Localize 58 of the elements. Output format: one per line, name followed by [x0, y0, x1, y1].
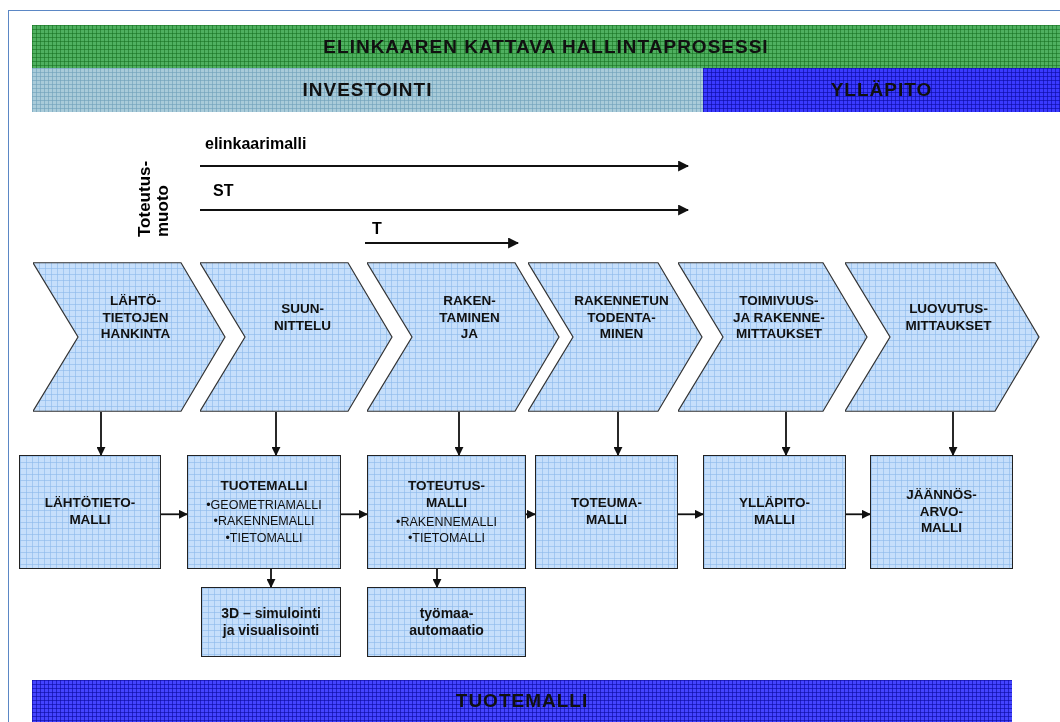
model-box [703, 455, 846, 569]
stage-label: RAKEN- TAMINEN JA [438, 292, 501, 344]
arrow [271, 411, 281, 456]
arrow [613, 411, 623, 456]
process-step [367, 262, 560, 412]
band-title: TUOTEMALLI [455, 689, 589, 713]
model-title: TOTEUMA- MALLI [570, 495, 643, 529]
band-title: YLLÄPITO [830, 78, 933, 102]
model-box [367, 587, 526, 657]
model-box [870, 455, 1013, 569]
arrow [845, 509, 871, 519]
arrow-label: ST [213, 182, 234, 200]
model-item: •GEOMETRIAMALLI [206, 497, 322, 514]
model-title: 3D – simulointi ja visualisointi [221, 604, 321, 640]
arrow [677, 509, 704, 519]
process-step [200, 262, 393, 412]
model-title: työmaa- automaatio [408, 604, 485, 640]
phase-band [32, 68, 703, 112]
model-title: YLLÄPITO- MALLI [738, 495, 811, 529]
phase-band [703, 68, 1060, 112]
band-title: ELINKAAREN KATTAVA HALLINTAPROSESSI [323, 35, 769, 59]
model-box [201, 587, 341, 657]
arrow [160, 509, 188, 519]
phase-band [32, 680, 1012, 722]
model-box [535, 455, 678, 569]
model-box [367, 455, 526, 569]
model-box [187, 455, 341, 569]
stage-label: TOIMIVUUS- JA RAKENNE- MITTAUKSET [732, 292, 826, 344]
model-title: TOTEUTUS- MALLI [407, 477, 486, 512]
model-item: •TIETOMALLI [407, 529, 486, 547]
stage-label: RAKENNETUN TODENTA- MINEN [574, 292, 669, 344]
phase-band [32, 25, 1060, 69]
process-step [33, 262, 226, 412]
axis-label: Toteutus- muoto [136, 159, 172, 237]
arrow [525, 509, 536, 519]
model-box [19, 455, 161, 569]
model-title: LÄHTÖTIETO- MALLI [43, 495, 137, 529]
model-item: •TIETOMALLI [225, 529, 303, 546]
arrow [948, 411, 958, 456]
stage-label: LUOVUTUS- MITTAUKSET [904, 301, 993, 335]
model-item: •RAKENNEMALLI [396, 513, 497, 530]
process-step [528, 262, 703, 412]
band-title: INVESTOINTI [302, 78, 433, 102]
arrow [781, 411, 791, 456]
arrow [454, 411, 464, 456]
arrow-label: elinkaarimalli [205, 135, 307, 153]
arrow [266, 568, 276, 588]
model-item: •RAKENNEMALLI [213, 513, 315, 530]
model-title: TUOTEMALLI [220, 478, 308, 496]
process-step [845, 262, 1040, 412]
stage-label: SUUN- NITTELU [273, 301, 332, 335]
model-title: JÄÄNNÖS- ARVO- MALLI [905, 486, 978, 538]
arrow [432, 568, 442, 588]
process-step [678, 262, 868, 412]
arrow [96, 411, 106, 456]
arrow-label: T [372, 220, 382, 238]
stage-label: LÄHTÖ- TIETOJEN HANKINTA [99, 292, 172, 344]
arrow [340, 509, 368, 519]
